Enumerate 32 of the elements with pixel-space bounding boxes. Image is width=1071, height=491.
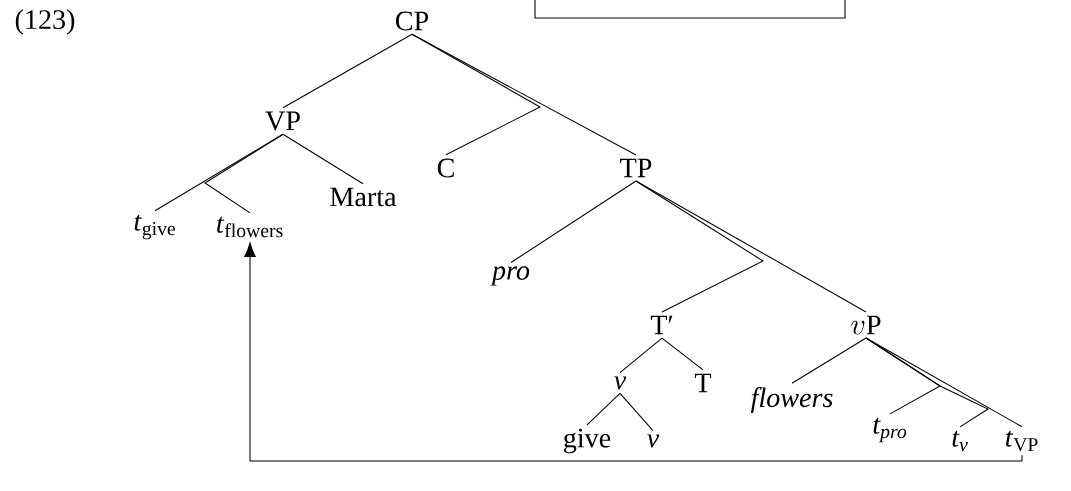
branch-line <box>411 33 637 156</box>
branch-line <box>635 180 867 313</box>
tree-label: t$_{v}$ <box>952 430 968 452</box>
tree-label: give <box>564 428 611 454</box>
tree-label: C <box>437 158 454 178</box>
tree-label: VP <box>265 111 300 131</box>
tree-label: t$_{VP}$ <box>1006 430 1038 452</box>
branch-line <box>619 392 654 432</box>
branch-line <box>865 337 1023 428</box>
tree-label: t$_{give}$ <box>134 214 175 240</box>
branch-line <box>204 133 284 214</box>
tree-label: Marta <box>330 187 397 207</box>
movement-arrow <box>244 242 1023 462</box>
tree-label: flowers <box>750 387 833 413</box>
branch-line <box>619 337 663 374</box>
tree-label: v <box>614 376 627 390</box>
tree-label: $v\mathrm{P}$ <box>851 315 881 335</box>
branch-line <box>282 133 364 185</box>
tree-label: T <box>694 373 712 393</box>
tree-label: T′ <box>650 315 673 335</box>
branch-line <box>791 337 867 384</box>
tree-label: v <box>647 434 660 448</box>
branch-line <box>586 392 621 426</box>
tree-label: pro <box>490 266 530 286</box>
tree-label: TP <box>620 158 652 178</box>
tree-label: t$_{flowers}$ <box>217 216 283 238</box>
tree-label: t$_{pro}$ <box>873 417 907 443</box>
tree-label: CP <box>395 11 429 31</box>
branch-line <box>282 33 413 109</box>
example-number: (123) <box>15 9 75 35</box>
branch-line <box>510 180 637 264</box>
branch-line <box>661 337 704 371</box>
